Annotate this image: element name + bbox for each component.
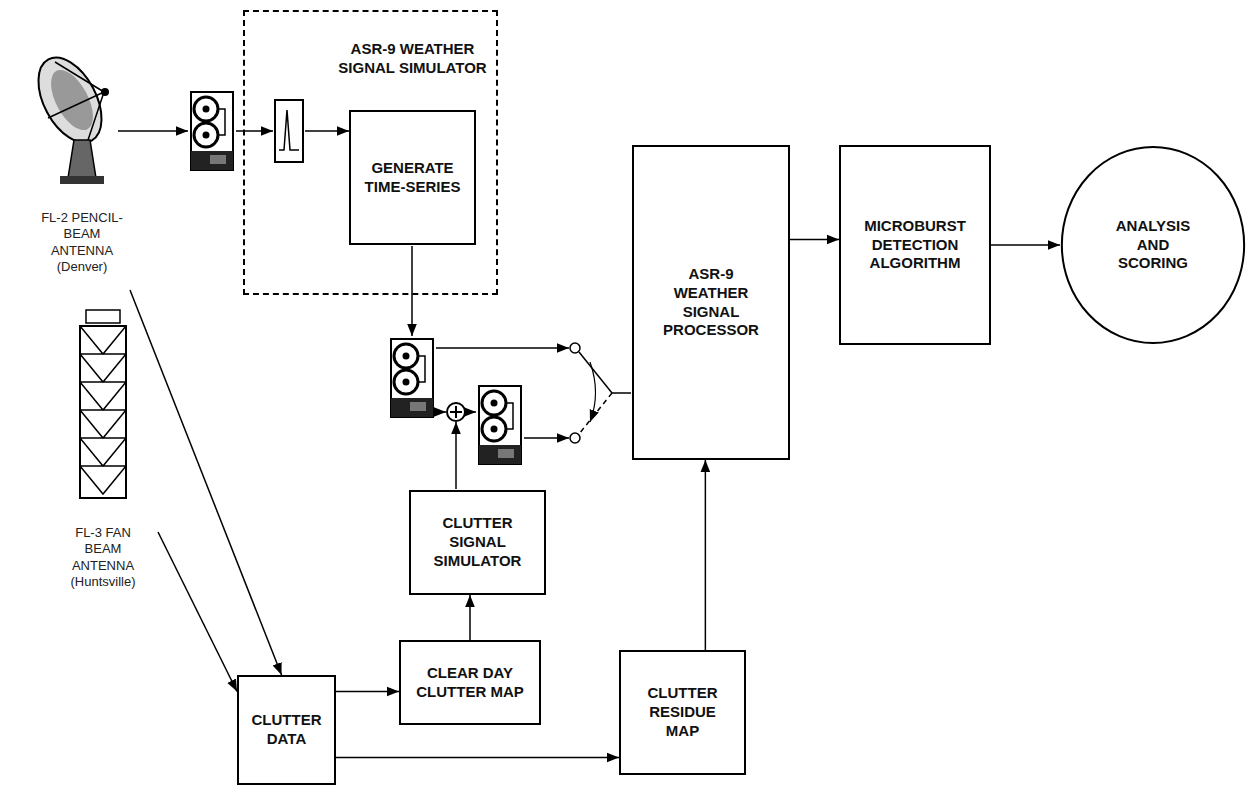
node-label: CLUTTER SIGNAL SIMULATOR: [421, 514, 534, 570]
process-box: CLEAR DAY CLUTTER MAP: [399, 640, 541, 725]
flow-arrow: [336, 757, 619, 759]
tape-recorder-icon: [191, 92, 233, 170]
node-label: GENERATE TIME-SERIES: [361, 159, 464, 197]
signal-line: [118, 131, 569, 489]
tape-recorder-icon: [391, 339, 433, 417]
node-label: CLEAR DAY CLUTTER MAP: [411, 664, 529, 702]
flow-arrow: [130, 290, 282, 675]
flow-arrow: [705, 460, 707, 650]
flow-arrow: [158, 532, 237, 692]
flow-arrow: [336, 691, 399, 693]
group-heading: ASR-9 WEATHER SIGNAL SIMULATOR: [330, 40, 495, 78]
pencil-beam-antenna: [25, 47, 114, 184]
process-box: MICROBURST DETECTION ALGORITHM: [839, 145, 991, 345]
antenna-label: FL-3 FAN BEAM ANTENNA (Huntsville): [48, 515, 158, 600]
terminal-ellipse: ANALYSIS AND SCORING: [1060, 145, 1246, 345]
fan-beam-antenna: [80, 310, 126, 498]
process-box: CLUTTER RESIDUE MAP: [619, 650, 746, 775]
node-label: FL-2 PENCIL-BEAM ANTENNA (Denver): [36, 210, 128, 275]
process-box: ASR-9 WEATHER SIGNAL PROCESSOR: [632, 145, 790, 460]
selector-switch: [570, 343, 631, 443]
process-box: GENERATE TIME-SERIES: [349, 110, 476, 245]
process-box: CLUTTER DATA: [237, 675, 336, 785]
ellipse-outline: [1062, 147, 1244, 343]
tape-recorder-icon: [479, 386, 521, 464]
dashed-group-box: ASR-9 WEATHER SIGNAL SIMULATOR GENERATE T…: [243, 10, 498, 295]
pulse-spectrum-icon: [275, 100, 303, 162]
summing-junction: [447, 403, 465, 421]
node-label: MICROBURST DETECTION ALGORITHM: [851, 217, 979, 273]
node-label: CLUTTER RESIDUE MAP: [631, 684, 734, 740]
flow-arrow: [469, 595, 471, 640]
node-label: CLUTTER DATA: [249, 711, 324, 749]
node-label: ANALYSIS AND SCORING: [1105, 217, 1201, 273]
antenna-label: FL-2 PENCIL-BEAM ANTENNA (Denver): [22, 195, 142, 290]
process-box: CLUTTER SIGNAL SIMULATOR: [409, 490, 546, 595]
node-label: FL-3 FAN BEAM ANTENNA (Huntsville): [63, 525, 143, 590]
flow-arrow: [790, 239, 839, 241]
node-label: ASR-9 WEATHER SIGNAL PROCESSOR: [655, 265, 767, 340]
flow-arrow: [991, 244, 1060, 246]
